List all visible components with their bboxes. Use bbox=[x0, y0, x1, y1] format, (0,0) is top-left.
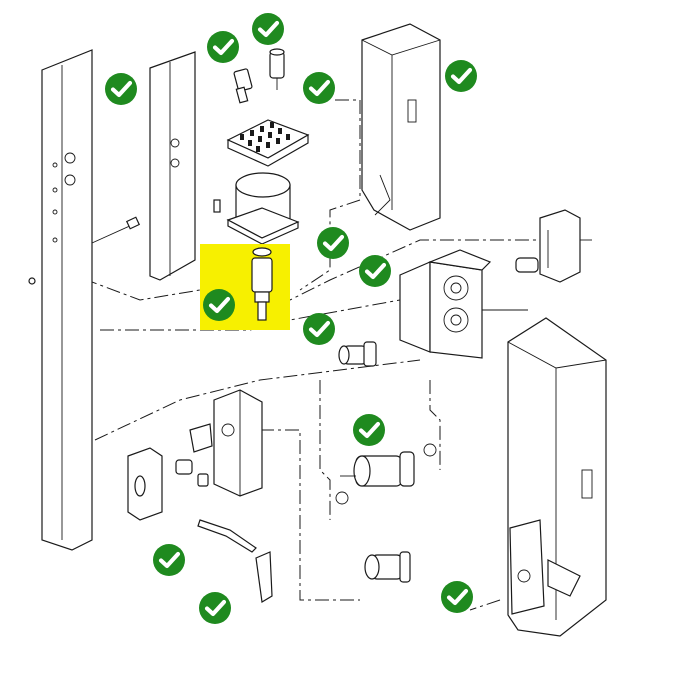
release-key bbox=[197, 519, 273, 603]
check-circle-icon bbox=[105, 73, 137, 105]
drive-gear bbox=[364, 551, 411, 583]
plug bbox=[233, 68, 253, 104]
check-badge-top-cover[interactable] bbox=[444, 59, 478, 93]
check-circle-icon bbox=[303, 313, 335, 345]
check-badge-plug[interactable] bbox=[206, 30, 240, 64]
fuse bbox=[269, 48, 285, 90]
check-circle-icon bbox=[153, 544, 185, 576]
motor bbox=[213, 172, 300, 245]
check-badge-gear-set[interactable] bbox=[352, 413, 386, 447]
check-circle-icon bbox=[203, 289, 235, 321]
assembly-lines bbox=[59, 99, 560, 611]
inner-post bbox=[149, 51, 196, 281]
worm-gear-small bbox=[338, 341, 377, 367]
top-cover bbox=[361, 23, 441, 231]
gear-housing bbox=[399, 249, 528, 359]
check-badge-worm-gear[interactable] bbox=[302, 312, 336, 346]
left-post bbox=[41, 49, 93, 551]
check-circle-icon bbox=[445, 60, 477, 92]
check-circle-icon bbox=[252, 13, 284, 45]
gear-set bbox=[335, 443, 437, 505]
check-badge-terminal-block[interactable] bbox=[302, 71, 336, 105]
check-badge-cylinder-lock[interactable] bbox=[152, 543, 186, 577]
check-circle-icon bbox=[317, 227, 349, 259]
terminal-block bbox=[226, 119, 310, 167]
check-badge-release-key[interactable] bbox=[198, 591, 232, 625]
front-housing bbox=[507, 317, 607, 637]
check-badge-shaft-coupling[interactable] bbox=[202, 288, 236, 322]
check-circle-icon bbox=[199, 592, 231, 624]
check-circle-icon bbox=[207, 31, 239, 63]
end-cap bbox=[515, 209, 592, 283]
check-badge-drive-gear[interactable] bbox=[440, 580, 474, 614]
check-circle-icon bbox=[353, 414, 385, 446]
check-circle-icon bbox=[303, 72, 335, 104]
long-bolt bbox=[28, 216, 141, 285]
check-circle-icon bbox=[441, 581, 473, 613]
check-badge-top-fuse[interactable] bbox=[251, 12, 285, 46]
check-circle-icon bbox=[359, 255, 391, 287]
check-badge-gear-housing[interactable] bbox=[358, 254, 392, 288]
lock-assembly bbox=[127, 389, 263, 521]
check-badge-inner-post[interactable] bbox=[104, 72, 138, 106]
check-badge-motor[interactable] bbox=[316, 226, 350, 260]
